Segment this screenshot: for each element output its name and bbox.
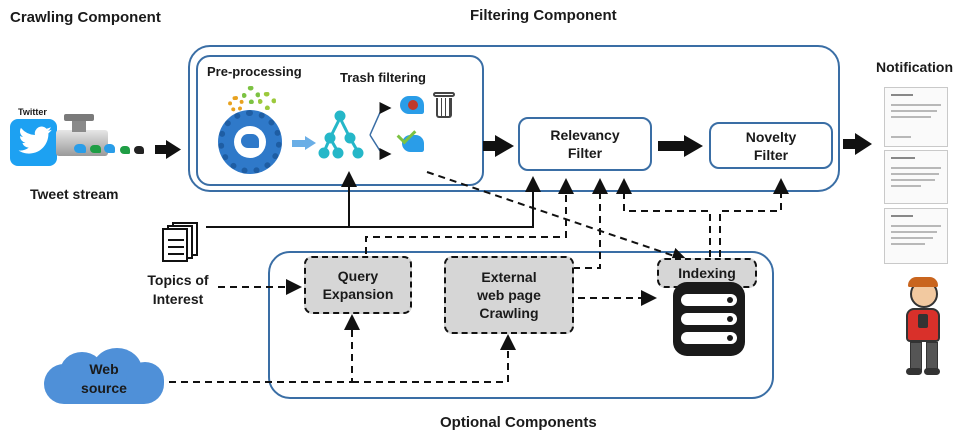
query-expansion-line1: Query <box>337 268 379 284</box>
relevancy-filter-line2: Filter <box>567 145 603 161</box>
flowing-birds-icon <box>74 144 154 156</box>
novelty-filter-line1: Novelty <box>745 128 797 145</box>
twitter-icon <box>10 119 57 166</box>
small-gears-icon <box>228 86 276 116</box>
filtering-component-frame <box>188 45 840 192</box>
topics-line2: Interest <box>152 291 204 307</box>
faucet-handle-icon <box>64 114 94 121</box>
notification-tweet-1 <box>884 87 948 147</box>
web-source-line2: source <box>81 380 127 396</box>
approved-bird-icon <box>396 124 424 152</box>
relevancy-filter-box: Relevancy Filter <box>518 117 652 171</box>
trash-to-relevancy-arrow <box>483 135 514 157</box>
database-icon <box>673 282 745 356</box>
indexing-label: Indexing <box>678 265 736 281</box>
filtering-component-title: Filtering Component <box>470 7 617 24</box>
tweet-stream-label: Tweet stream <box>30 186 119 202</box>
document-stack-icon <box>162 222 206 262</box>
novelty-to-notification-arrow <box>843 133 872 155</box>
pre-processing-label: Pre-processing <box>207 64 302 79</box>
topics-solid-lines <box>206 171 541 228</box>
user-figure-icon <box>896 277 952 376</box>
novelty-filter-box: Novelty Filter <box>709 122 833 169</box>
external-crawling-line1: External <box>481 269 537 285</box>
notification-tweet-2 <box>884 150 948 204</box>
web-source-line1: Web <box>89 361 119 377</box>
faucet-valve-icon <box>72 120 86 132</box>
main-gear-icon <box>218 110 282 174</box>
spam-bird-icon <box>400 96 424 114</box>
topics-of-interest-label: Topics of Interest <box>138 271 218 309</box>
notification-title: Notification <box>876 59 953 75</box>
external-crawling-box: External web page Crawling <box>444 256 574 334</box>
preprocessing-inner-frame <box>196 55 484 186</box>
external-crawling-line3: Crawling <box>479 305 539 321</box>
notification-tweet-3 <box>884 208 948 264</box>
relevancy-filter-line1: Relevancy <box>550 127 620 143</box>
topics-line1: Topics of <box>147 272 209 288</box>
dashed-lines <box>133 171 789 383</box>
process-arrow-icon <box>292 136 316 150</box>
optional-components-title: Optional Components <box>440 414 597 431</box>
query-expansion-box: Query Expansion <box>304 256 412 314</box>
external-crawling-line2: web page <box>477 287 541 303</box>
web-source-label: Web source <box>64 360 144 398</box>
web-source-cloud: Web source <box>40 348 168 410</box>
query-expansion-line2: Expansion <box>322 286 394 302</box>
stream-to-filter-arrow <box>155 140 181 159</box>
relevancy-to-novelty-arrow <box>658 135 703 157</box>
trash-filtering-label: Trash filtering <box>340 70 426 85</box>
twitter-label: Twitter <box>18 107 47 117</box>
optional-components-frame <box>268 251 774 399</box>
crawling-component-title: Crawling Component <box>10 9 161 26</box>
novelty-filter-line2: Filter <box>753 146 789 163</box>
trash-bin-icon <box>433 92 455 119</box>
